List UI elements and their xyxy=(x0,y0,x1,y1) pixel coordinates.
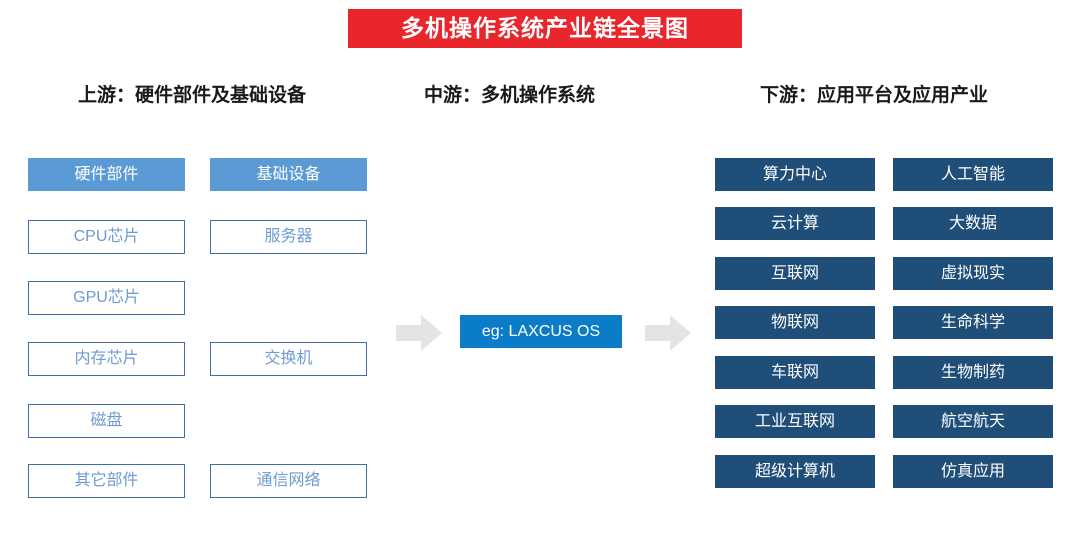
arrow-right-icon xyxy=(645,313,691,353)
section-header-midstream: 中游：多机操作系统 xyxy=(424,85,596,106)
downstream-item-cloud-computing[interactable]: 云计算 xyxy=(715,207,875,240)
downstream-item-iot[interactable]: 物联网 xyxy=(715,306,875,339)
downstream-item-life-science[interactable]: 生命科学 xyxy=(893,306,1053,339)
downstream-item-artificial-intelligence[interactable]: 人工智能 xyxy=(893,158,1053,191)
downstream-item-industrial-internet[interactable]: 工业互联网 xyxy=(715,405,875,438)
downstream-item-supercomputer[interactable]: 超级计算机 xyxy=(715,455,875,488)
midstream-os-label: eg: LAXCUS OS xyxy=(481,322,601,340)
upstream-item-memory-chip[interactable]: 内存芯片 xyxy=(28,342,185,376)
downstream-item-virtual-reality[interactable]: 虚拟现实 xyxy=(893,257,1053,290)
section-header-upstream: 上游：硬件部件及基础设备 xyxy=(78,85,307,106)
section-header-downstream: 下游：应用平台及应用产业 xyxy=(760,85,989,106)
downstream-item-internet[interactable]: 互联网 xyxy=(715,257,875,290)
upstream-group-infrastructure: 基础设备 xyxy=(210,158,367,191)
upstream-item-spacer-1 xyxy=(210,281,367,315)
downstream-item-aerospace[interactable]: 航空航天 xyxy=(893,405,1053,438)
downstream-item-biopharmaceutical[interactable]: 生物制药 xyxy=(893,356,1053,389)
upstream-item-disk[interactable]: 磁盘 xyxy=(28,404,185,438)
upstream-item-communication-network[interactable]: 通信网络 xyxy=(210,464,367,498)
upstream-item-spacer-2 xyxy=(210,404,367,438)
downstream-item-big-data[interactable]: 大数据 xyxy=(893,207,1053,240)
upstream-item-server[interactable]: 服务器 xyxy=(210,220,367,254)
upstream-item-cpu-chip[interactable]: CPU芯片 xyxy=(28,220,185,254)
midstream-os-chip[interactable]: eg: LAXCUS OS xyxy=(460,315,622,348)
page-title: 多机操作系统产业链全景图 xyxy=(401,15,689,41)
upstream-item-gpu-chip[interactable]: GPU芯片 xyxy=(28,281,185,315)
arrow-right-icon xyxy=(396,313,442,353)
downstream-item-simulation-application[interactable]: 仿真应用 xyxy=(893,455,1053,488)
upstream-group-hardware-components: 硬件部件 xyxy=(28,158,185,191)
upstream-item-switch[interactable]: 交换机 xyxy=(210,342,367,376)
upstream-item-other-components[interactable]: 其它部件 xyxy=(28,464,185,498)
downstream-item-computing-center[interactable]: 算力中心 xyxy=(715,158,875,191)
downstream-item-vehicle-network[interactable]: 车联网 xyxy=(715,356,875,389)
page-title-banner: 多机操作系统产业链全景图 xyxy=(348,9,742,48)
